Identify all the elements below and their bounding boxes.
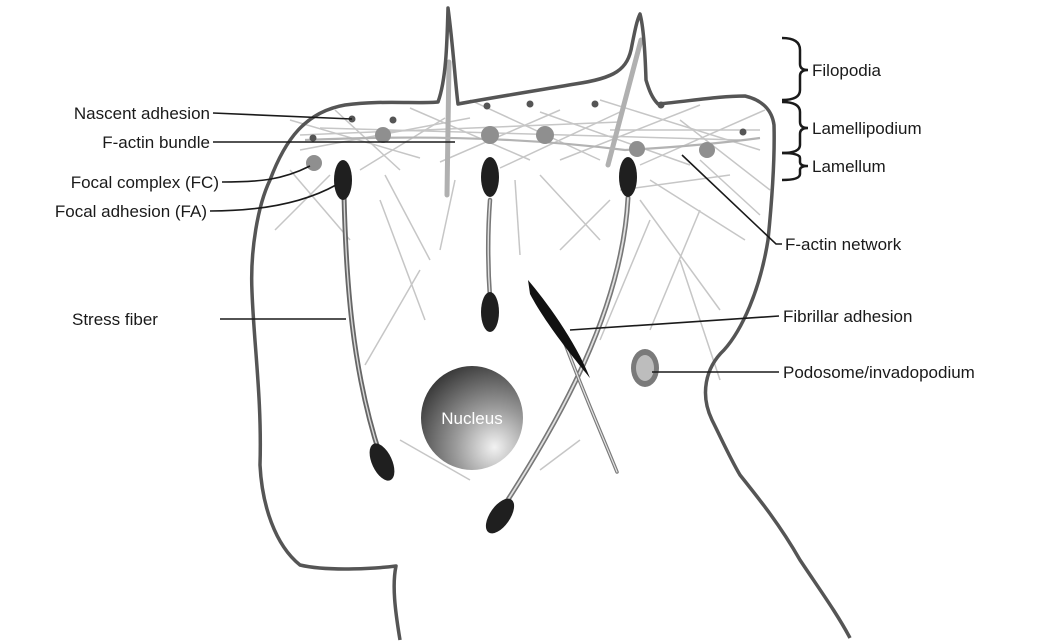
label-lamellum: Lamellum — [812, 157, 886, 176]
podosome-shape — [631, 349, 659, 387]
label-stress-fiber: Stress fiber — [72, 310, 158, 329]
label-factin-network: F-actin network — [785, 235, 902, 254]
label-fibrillar-adhesion: Fibrillar adhesion — [783, 307, 912, 326]
label-filopodia: Filopodia — [812, 61, 882, 80]
leader-lines — [210, 113, 782, 372]
label-focal-complex: Focal complex (FC) — [71, 173, 219, 192]
label-factin-bundle: F-actin bundle — [102, 133, 210, 152]
label-podosome-invadopodium: Podosome/invadopodium — [783, 363, 975, 382]
label-lamellipodium: Lamellipodium — [812, 119, 922, 138]
label-nascent-adhesion: Nascent adhesion — [74, 104, 210, 123]
label-focal-adhesion: Focal adhesion (FA) — [55, 202, 207, 221]
region-brackets — [782, 38, 808, 180]
nucleus-label: Nucleus — [441, 409, 502, 428]
